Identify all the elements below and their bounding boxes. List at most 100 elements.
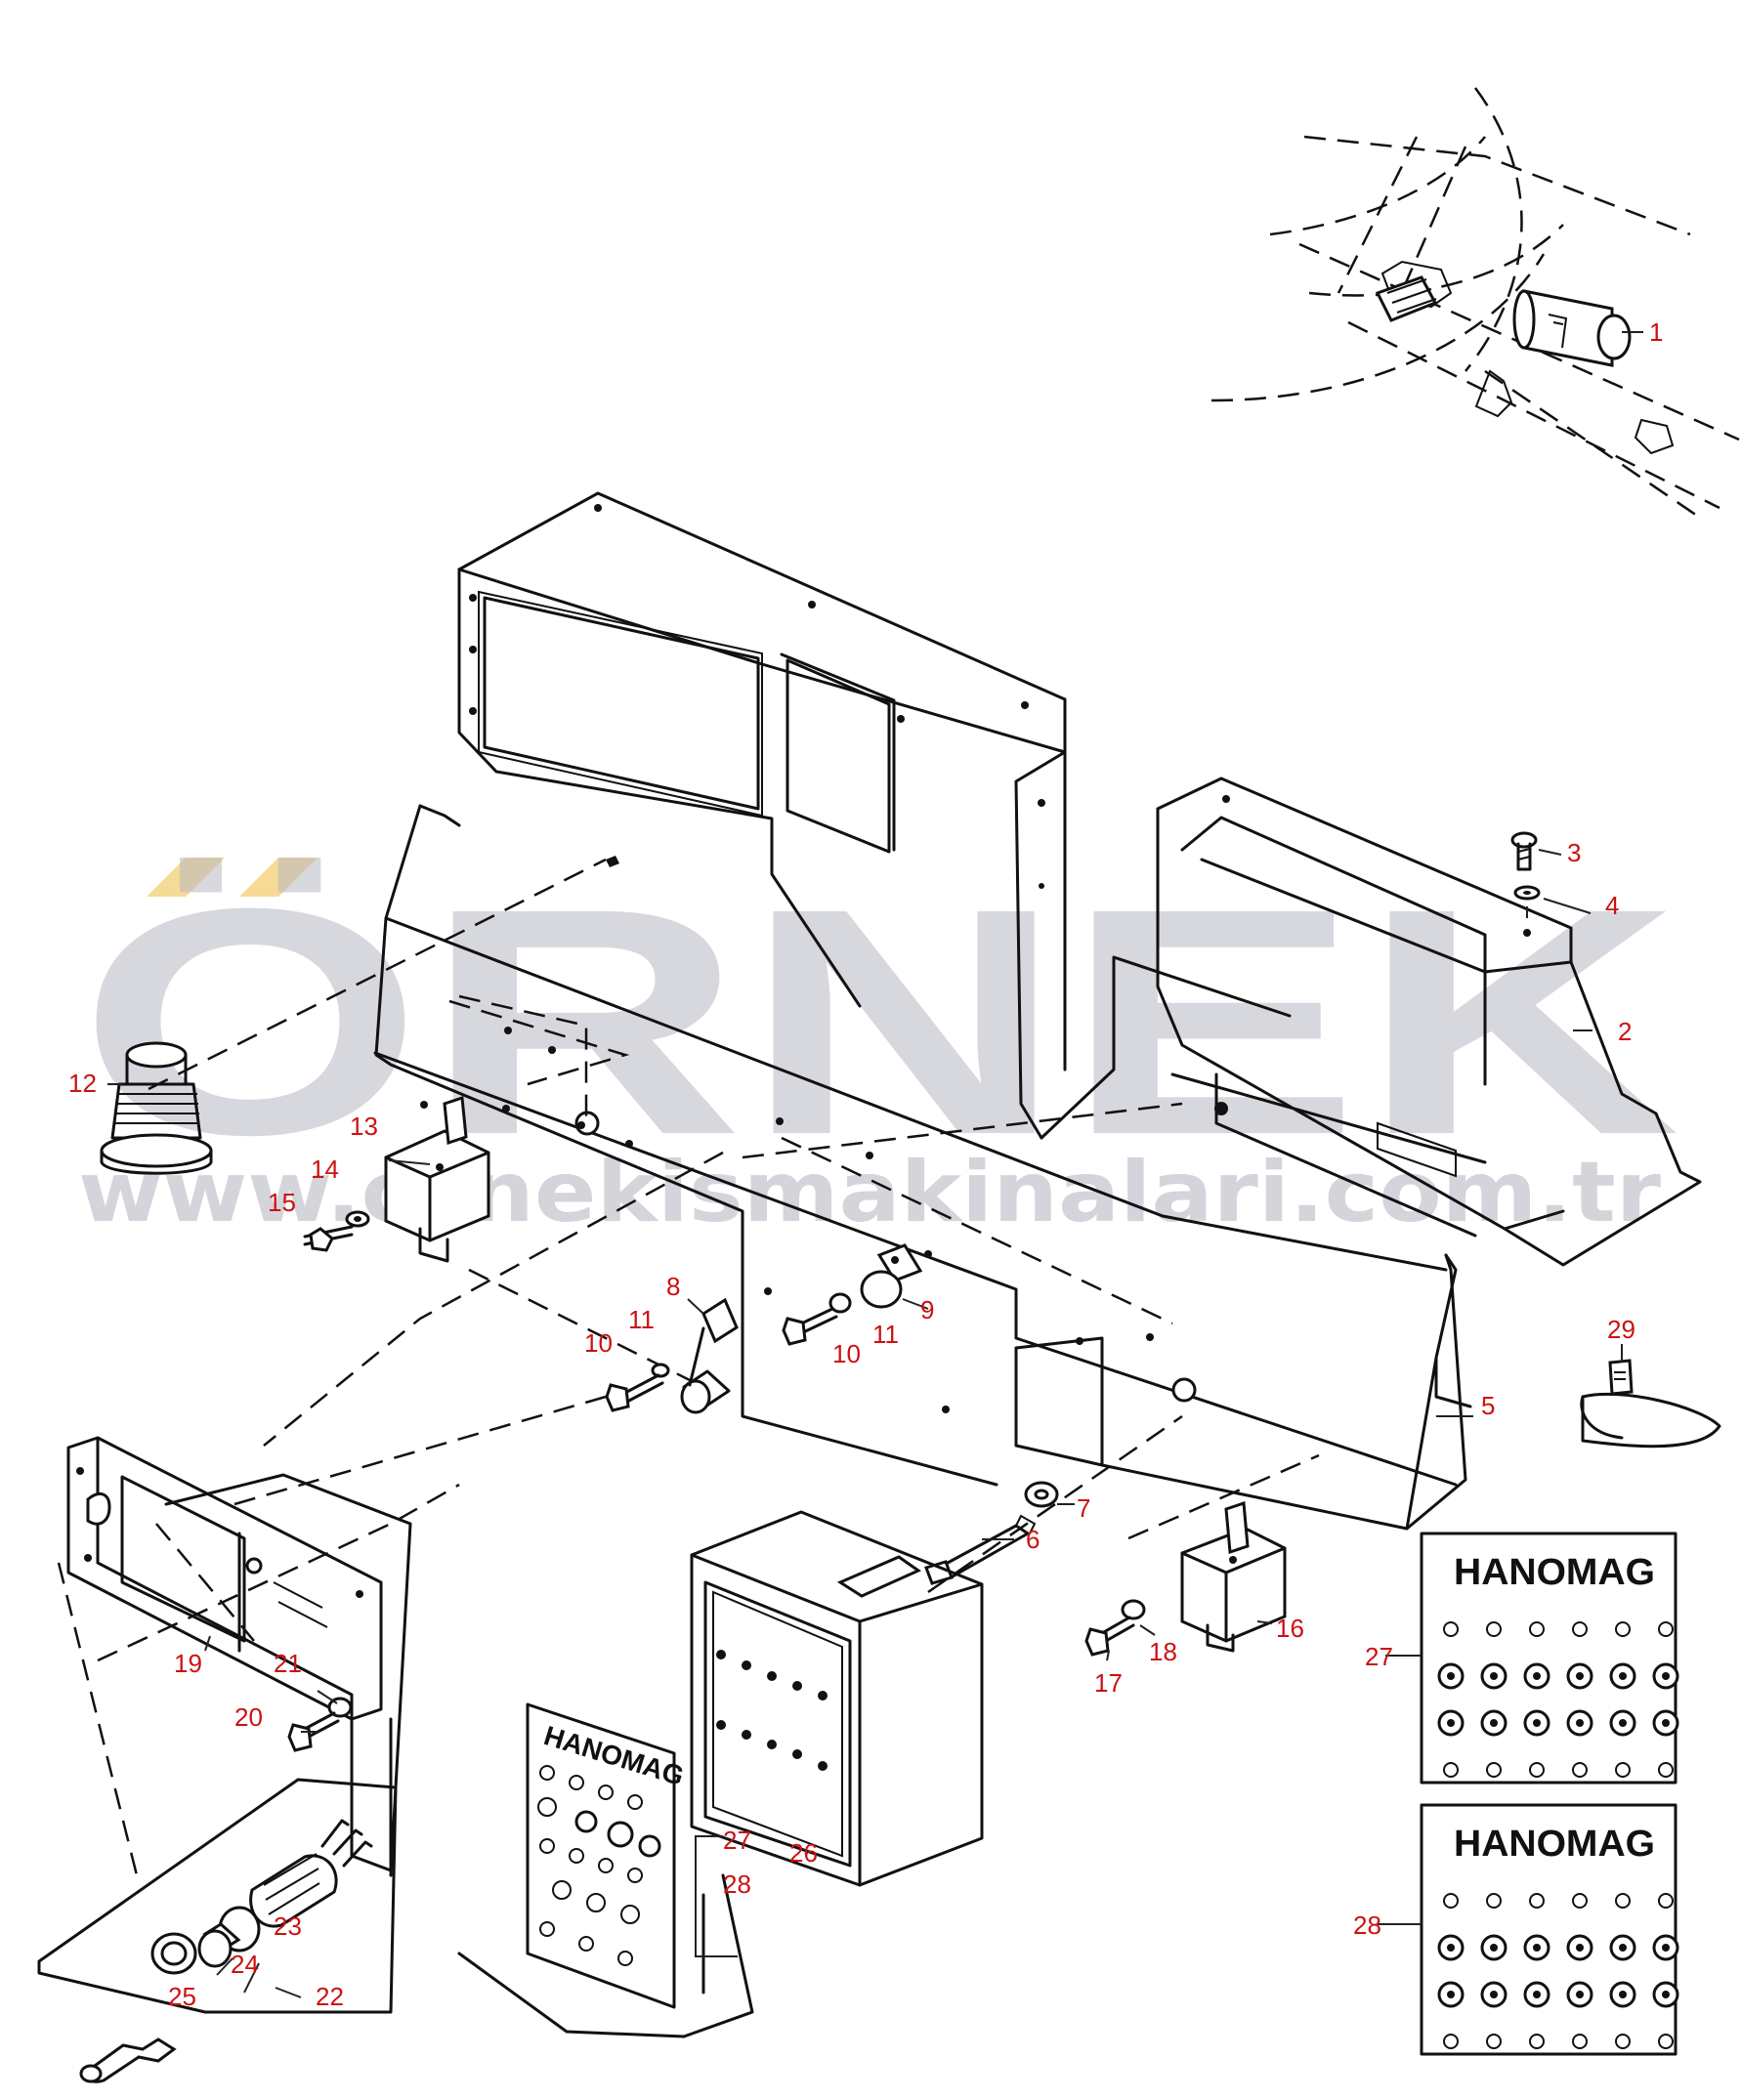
screw-washer-17-18 xyxy=(1084,1599,1146,1657)
indicator-symbol-mark xyxy=(1619,1944,1627,1952)
callout-13: 13 xyxy=(350,1112,378,1141)
gauge-housing-26 xyxy=(690,1510,984,1887)
relay-16 xyxy=(1180,1500,1287,1653)
decal-28-brand: HANOMAG xyxy=(1454,1824,1655,1865)
callout-14: 14 xyxy=(311,1155,339,1184)
callout-27-decal: 27 xyxy=(1365,1642,1393,1671)
callout-22: 22 xyxy=(316,1982,344,2011)
indicator-lamp-hole xyxy=(1529,1621,1545,1637)
callout-6: 6 xyxy=(1026,1525,1040,1554)
indicator-lamp-hole xyxy=(1615,2034,1631,2049)
indicator-symbol-mark xyxy=(1447,1991,1455,1998)
cable-tie-29 xyxy=(1580,1359,1721,1449)
callout-9: 9 xyxy=(920,1295,934,1324)
callout-28-decal: 28 xyxy=(1353,1911,1381,1940)
callout-10-right: 10 xyxy=(832,1339,861,1368)
bolt-6 xyxy=(924,1514,1037,1585)
callout-29: 29 xyxy=(1607,1315,1635,1344)
relay-13 xyxy=(384,1095,490,1263)
callout-23: 23 xyxy=(274,1911,302,1941)
upper-instrument-housing xyxy=(457,491,1292,1140)
indicator-symbol-mark xyxy=(1533,1719,1541,1727)
indicator-symbol-mark xyxy=(1619,1672,1627,1680)
indicator-lamp-hole xyxy=(1443,1893,1459,1909)
indicator-symbol-mark xyxy=(1447,1944,1455,1952)
callout-11-right: 11 xyxy=(872,1320,899,1349)
indicator-symbol-mark xyxy=(1490,1991,1498,1998)
callout-12: 12 xyxy=(68,1069,97,1098)
decal-27-brand: HANOMAG xyxy=(1454,1552,1655,1593)
indicator-lamp-hole xyxy=(1615,1762,1631,1778)
indicator-symbol-mark xyxy=(1490,1719,1498,1727)
indicator-lamp-hole xyxy=(1486,1893,1502,1909)
indicator-lamp-hole xyxy=(1443,1762,1459,1778)
callout-26: 26 xyxy=(789,1838,818,1868)
leader-lines xyxy=(107,331,1643,1998)
indicator-lamp-hole xyxy=(1443,1621,1459,1637)
indicator-symbol-mark xyxy=(1662,1944,1670,1952)
washer-7 xyxy=(1024,1481,1059,1508)
decal-small-symbols xyxy=(537,1765,661,1966)
callout-5: 5 xyxy=(1481,1391,1495,1420)
indicator-symbol-mark xyxy=(1447,1672,1455,1680)
push-button-12 xyxy=(100,1041,213,1175)
callout-10-left: 10 xyxy=(584,1328,613,1358)
callout-3: 3 xyxy=(1567,838,1581,867)
decal-28-symbol-grid xyxy=(1437,1893,1679,2049)
watermark-url: www.ornekismakinalari.com.tr xyxy=(78,1144,1662,1241)
clamp-9 xyxy=(860,1243,923,1309)
steering-column-detail xyxy=(1210,87,1740,520)
callout-20: 20 xyxy=(234,1702,263,1732)
callout-7: 7 xyxy=(1077,1493,1090,1523)
gauge-lamp-holes xyxy=(716,1650,828,1771)
rotary-light-switch xyxy=(1512,289,1632,367)
right-console-housing xyxy=(1156,777,1702,1267)
callout-21: 21 xyxy=(274,1649,302,1678)
indicator-symbol-mark xyxy=(1490,1944,1498,1952)
indicator-lamp-hole xyxy=(1615,1621,1631,1637)
callout-4: 4 xyxy=(1605,891,1619,920)
watermark-accent-right xyxy=(239,858,318,897)
indicator-lamp-hole xyxy=(1529,1893,1545,1909)
indicator-lamp-hole xyxy=(1615,1893,1631,1909)
indicator-symbol-mark xyxy=(1533,1944,1541,1952)
ignition-switch-kit-22 xyxy=(37,1778,398,2083)
connector-plug xyxy=(1375,275,1438,322)
callout-17: 17 xyxy=(1094,1668,1123,1698)
callout-25: 25 xyxy=(168,1982,196,2011)
callout-2: 2 xyxy=(1618,1017,1632,1046)
bracket-19 xyxy=(66,1436,393,1872)
indicator-lamp-hole xyxy=(1658,1762,1674,1778)
indicator-lamp-hole xyxy=(1658,1893,1674,1909)
indicator-symbol-mark xyxy=(1576,1991,1584,1998)
indicator-lamp-hole xyxy=(1486,2034,1502,2049)
callout-1: 1 xyxy=(1649,317,1663,347)
indicator-symbol-mark xyxy=(1619,1991,1627,1998)
decal-small-brand: HANOMAG xyxy=(540,1720,687,1791)
watermark-accent-left xyxy=(147,858,225,897)
indicator-symbol-mark xyxy=(1576,1672,1584,1680)
indicator-symbol-mark xyxy=(1490,1672,1498,1680)
screw-10-11-left xyxy=(605,1363,670,1412)
indicator-lamp-hole xyxy=(1486,1621,1502,1637)
screw-washer-20-21 xyxy=(287,1697,353,1752)
indicator-lamp-hole xyxy=(1572,1621,1588,1637)
indicator-symbol-mark xyxy=(1576,1944,1584,1952)
indicator-lamp-hole xyxy=(1572,1893,1588,1909)
indicator-decal-27: HANOMAG xyxy=(1420,1532,1679,1785)
indicator-lamp-hole xyxy=(1486,1762,1502,1778)
callout-16: 16 xyxy=(1276,1614,1304,1643)
indicator-decal-28: HANOMAG xyxy=(1420,1803,1679,2056)
callout-28-small: 28 xyxy=(723,1869,751,1899)
indicator-lamp-hole xyxy=(1443,2034,1459,2049)
callout-8: 8 xyxy=(666,1272,680,1301)
indicator-symbol-mark xyxy=(1662,1672,1670,1680)
screw-and-washer-3-4 xyxy=(1510,831,1541,937)
indicator-lamp-hole xyxy=(1658,1621,1674,1637)
screw-10-11-right xyxy=(782,1292,852,1346)
callout-labels: 1 2 3 4 5 6 7 8 9 10 10 11 11 12 13 14 1… xyxy=(68,317,1663,2011)
indicator-decal-small: HANOMAG xyxy=(526,1702,688,2009)
indicator-symbol-mark xyxy=(1576,1719,1584,1727)
indicator-lamp-hole xyxy=(1658,2034,1674,2049)
